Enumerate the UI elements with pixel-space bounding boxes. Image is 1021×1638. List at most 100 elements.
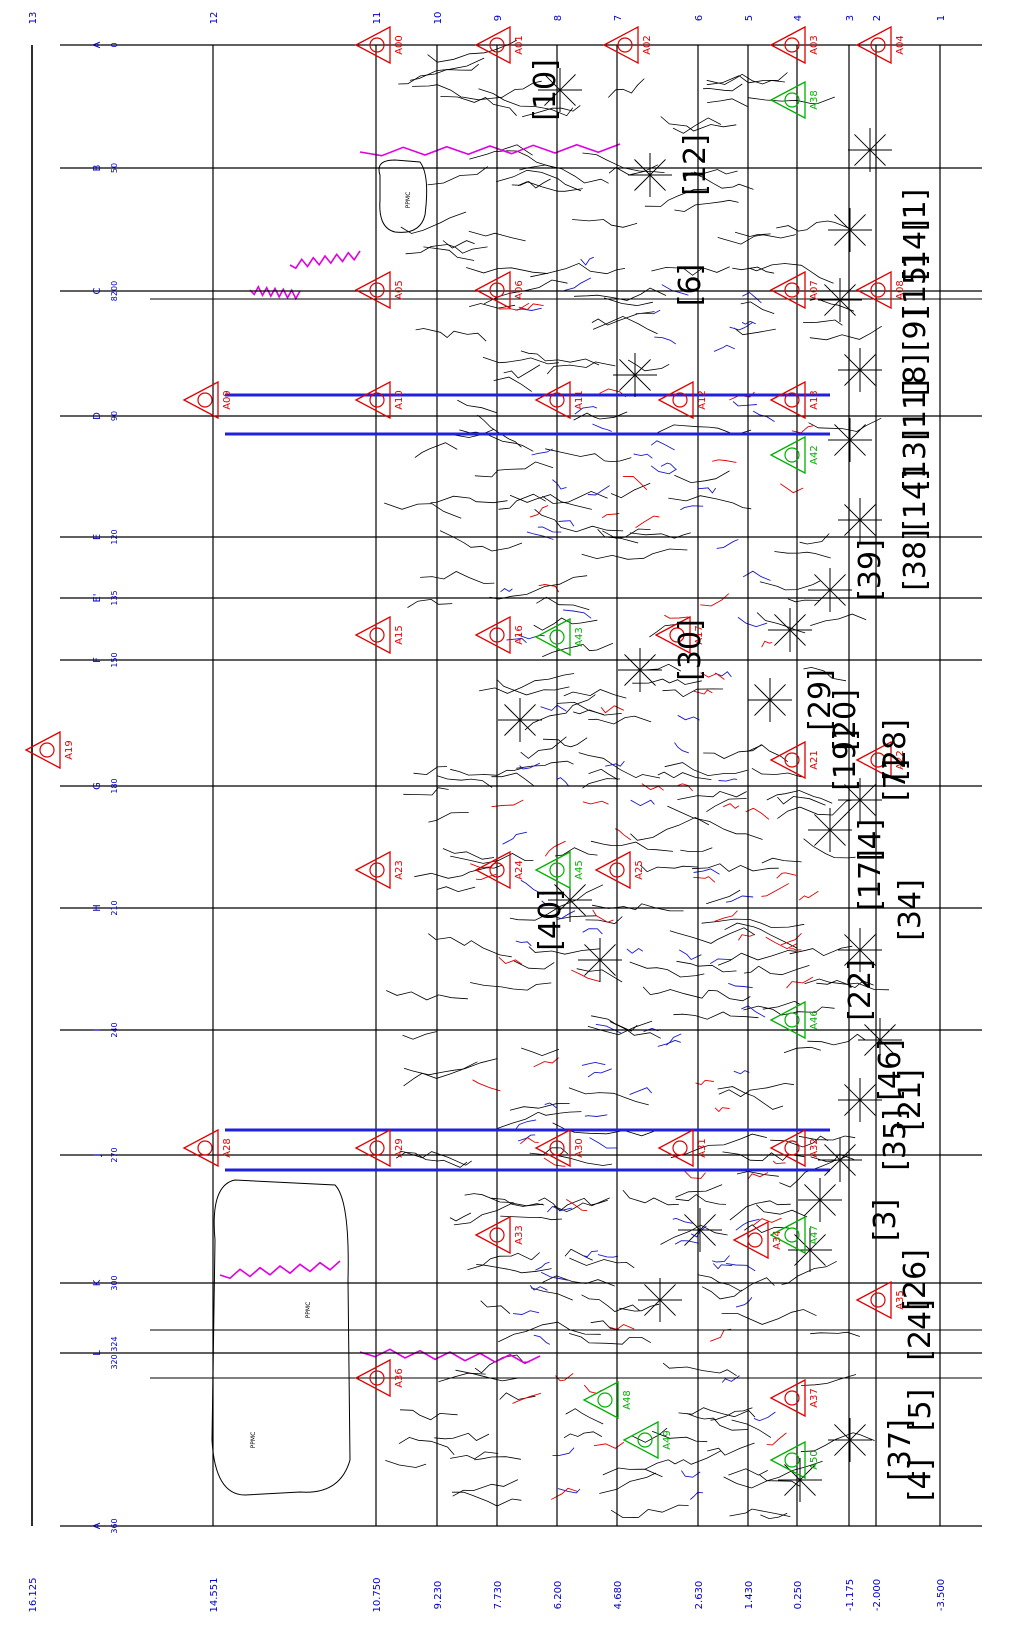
marker-circle [672, 392, 688, 408]
elevation-number: 8 [553, 15, 564, 21]
contour-line [756, 1204, 808, 1218]
red-contour [765, 936, 798, 950]
green-station-marker: A43 [534, 617, 585, 657]
contour-line [450, 767, 523, 776]
marker-triangle [654, 615, 691, 655]
contour-line [603, 297, 653, 307]
contour-line [810, 613, 867, 626]
red-contour [700, 672, 725, 680]
contour-line [489, 575, 588, 600]
elevation-value: 14.551 [209, 1578, 220, 1613]
star-ray [834, 214, 866, 246]
region-label: [9] [898, 309, 933, 352]
blue-contour [605, 760, 625, 767]
contour-line [491, 772, 534, 787]
star-ray [844, 354, 876, 386]
elevation-value: 4.680 [613, 1581, 624, 1610]
star-point [858, 1018, 902, 1062]
marker-circle [549, 862, 565, 878]
region-label: [35] [878, 1109, 913, 1171]
contour-line [479, 673, 575, 694]
contour-line [565, 1408, 604, 1425]
blue-contour [674, 1240, 699, 1245]
marker-circle [784, 752, 800, 768]
contour-line [703, 744, 762, 759]
marker-circle [617, 37, 633, 53]
region-label: [30] [673, 619, 708, 681]
marker-triangle [855, 1280, 892, 1320]
contour-line [493, 376, 532, 392]
contour-line [466, 267, 549, 274]
marker-triangle [732, 1220, 769, 1260]
blue-contour [680, 505, 704, 511]
contour-line [729, 1200, 791, 1221]
blue-contour [629, 1087, 653, 1096]
elevation-value: 9.230 [433, 1581, 444, 1610]
blue-contour [672, 1217, 693, 1224]
marker-triangle [182, 1128, 219, 1168]
contour-line [706, 72, 788, 86]
red-contour [677, 783, 694, 792]
contour-line [569, 1257, 635, 1269]
marker-label: A04 [895, 35, 906, 55]
contour-line [474, 1456, 521, 1461]
marker-circle [784, 1140, 800, 1156]
elevation-value: 16.125 [28, 1578, 39, 1613]
marker-label: A02 [642, 35, 653, 55]
magenta-line [219, 1260, 341, 1280]
contour-line [398, 63, 479, 85]
region-label: [1] [898, 189, 933, 232]
contour-line [622, 1189, 679, 1206]
region-label: [38] [898, 529, 933, 591]
contour-line [420, 571, 495, 584]
marker-label: A24 [514, 860, 525, 880]
contour-line [509, 494, 592, 510]
contour-line [385, 1460, 427, 1468]
marker-circle [369, 1140, 385, 1156]
grid-chainage: 120 [110, 529, 119, 544]
red-contour [753, 1217, 782, 1226]
marker-circle [489, 1227, 505, 1243]
blue-contour [557, 777, 570, 787]
marker-label: A31 [697, 1138, 708, 1158]
marker-triangle [474, 1215, 511, 1255]
red-contour [520, 1137, 539, 1145]
region-label: [40] [533, 889, 568, 951]
grid-letter: D [92, 412, 103, 420]
contour-line [747, 744, 789, 763]
marker-circle [489, 37, 505, 53]
star-point [748, 678, 792, 722]
contour-line [450, 1451, 499, 1460]
star-ray [584, 944, 616, 976]
contour-line [810, 1155, 848, 1163]
blue-contour [657, 1039, 681, 1047]
marker-triangle [582, 1380, 619, 1420]
contour-line [439, 530, 523, 552]
star-point [808, 808, 852, 852]
contour-line [542, 737, 588, 748]
contour-line [724, 922, 798, 949]
marker-triangle [855, 740, 892, 780]
blue-contour [630, 799, 655, 807]
marker-triangle [354, 850, 391, 890]
contour-line [651, 1430, 708, 1443]
star-point [768, 608, 812, 652]
contour-line [400, 211, 467, 234]
contour-line [629, 961, 705, 978]
blue-contour [541, 900, 558, 907]
grid-chainage: 90 [110, 411, 119, 421]
region-label: [34] [893, 879, 928, 941]
grid-letter: C [92, 287, 103, 294]
star-ray [844, 934, 876, 966]
red-station-marker: A13 [769, 380, 820, 420]
red-contour [538, 584, 560, 593]
red-station-marker: A34 [732, 1220, 783, 1260]
contour-line [810, 1331, 860, 1337]
contour-line [434, 1432, 490, 1441]
magenta-line [359, 143, 621, 157]
region-label: [15] [898, 254, 933, 316]
contour-line [513, 960, 555, 970]
region-label: [39] [853, 539, 888, 601]
blue-contour [737, 616, 768, 628]
contour-line [701, 918, 805, 928]
